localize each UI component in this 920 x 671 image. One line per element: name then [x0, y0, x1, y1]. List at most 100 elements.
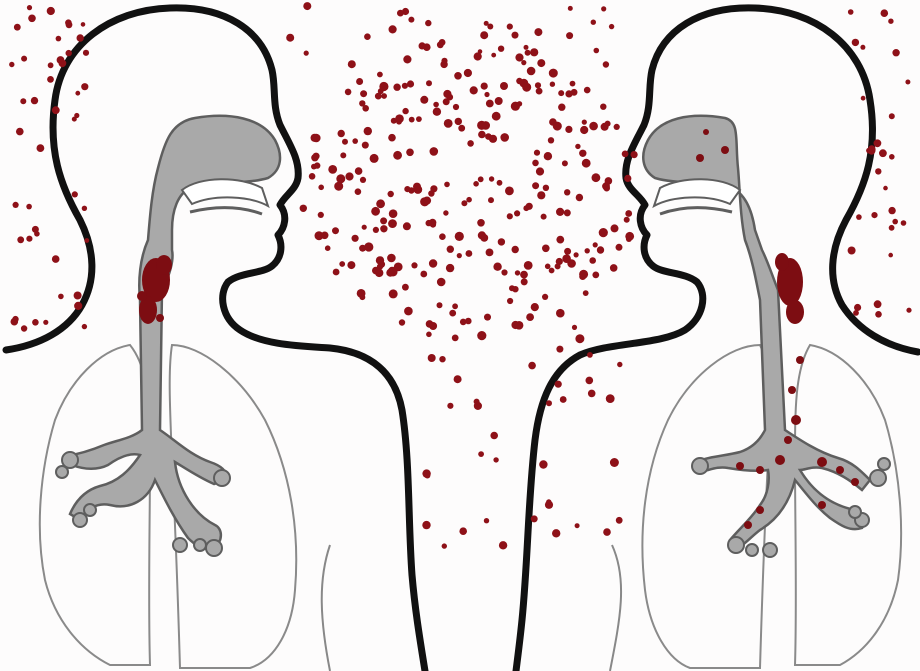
- particle: [426, 220, 432, 226]
- particle: [499, 541, 507, 549]
- particle: [480, 31, 488, 39]
- particle: [616, 517, 623, 524]
- particle: [575, 144, 580, 149]
- particle: [601, 6, 606, 11]
- particle: [447, 403, 453, 409]
- particle: [616, 244, 623, 251]
- particle: [449, 310, 456, 317]
- particle: [59, 59, 67, 67]
- particle: [360, 177, 366, 183]
- particle: [455, 118, 462, 125]
- particle: [492, 112, 501, 121]
- particle: [550, 82, 555, 87]
- particle: [525, 50, 531, 56]
- particle: [498, 46, 504, 52]
- particle: [603, 61, 609, 67]
- particle: [402, 284, 409, 291]
- particle: [389, 209, 398, 218]
- particle: [625, 210, 632, 217]
- particle: [26, 204, 32, 210]
- particle: [425, 20, 431, 26]
- particle: [364, 242, 373, 251]
- particle: [522, 83, 531, 92]
- particle: [375, 93, 382, 100]
- particle: [458, 125, 465, 132]
- particle: [83, 50, 89, 56]
- particle: [75, 91, 80, 96]
- particle: [605, 121, 611, 127]
- particle: [498, 238, 505, 245]
- particle: [488, 197, 494, 203]
- particle: [556, 236, 564, 244]
- particle: [20, 98, 26, 104]
- particle: [624, 175, 631, 182]
- particle: [523, 205, 529, 211]
- particle: [334, 182, 343, 191]
- particle: [537, 59, 545, 67]
- particle: [355, 188, 362, 195]
- particle: [360, 90, 367, 97]
- particle: [82, 206, 87, 211]
- particle: [531, 303, 539, 311]
- particle: [21, 325, 27, 331]
- particle: [480, 234, 488, 242]
- particle: [453, 104, 459, 110]
- particle: [345, 89, 352, 96]
- particle: [352, 138, 358, 144]
- particle: [395, 114, 404, 123]
- particle: [575, 334, 584, 343]
- particle: [542, 294, 548, 300]
- particle: [466, 250, 473, 257]
- particle: [452, 303, 458, 309]
- particle: [318, 212, 324, 218]
- particle: [52, 106, 60, 114]
- particle: [461, 200, 467, 206]
- particle: [403, 55, 411, 63]
- particle: [409, 117, 415, 123]
- particle: [501, 269, 507, 275]
- particle: [587, 352, 593, 358]
- particle: [362, 225, 367, 230]
- particle: [389, 289, 398, 298]
- particle: [860, 45, 865, 50]
- particle: [459, 527, 467, 535]
- particle: [478, 451, 484, 457]
- particle: [443, 90, 451, 98]
- particle: [892, 49, 899, 56]
- particle: [364, 127, 372, 135]
- particle: [622, 151, 629, 158]
- particle: [524, 261, 533, 270]
- particle: [906, 308, 911, 313]
- particle: [889, 113, 895, 119]
- particle: [437, 302, 443, 308]
- particle: [375, 269, 383, 277]
- particle: [478, 49, 483, 54]
- particle: [416, 116, 422, 122]
- particle: [300, 205, 307, 212]
- particle: [370, 154, 379, 163]
- particle: [342, 139, 348, 145]
- particle: [455, 232, 464, 241]
- particle: [520, 271, 528, 279]
- particle: [582, 159, 591, 168]
- particle: [889, 154, 895, 160]
- particle: [454, 72, 462, 80]
- particle: [74, 292, 82, 300]
- particle: [592, 173, 601, 182]
- particle: [347, 261, 355, 269]
- particle: [625, 232, 634, 241]
- particle: [311, 164, 317, 170]
- right-lung-right: [795, 345, 901, 665]
- particle: [408, 187, 414, 193]
- particle: [380, 217, 387, 224]
- particle: [481, 83, 488, 90]
- particle: [575, 523, 580, 528]
- particle: [486, 249, 494, 257]
- particle: [439, 356, 445, 362]
- particle: [47, 7, 55, 15]
- particle: [605, 177, 613, 185]
- particle: [433, 108, 441, 116]
- particle: [614, 124, 620, 130]
- particle: [14, 24, 21, 31]
